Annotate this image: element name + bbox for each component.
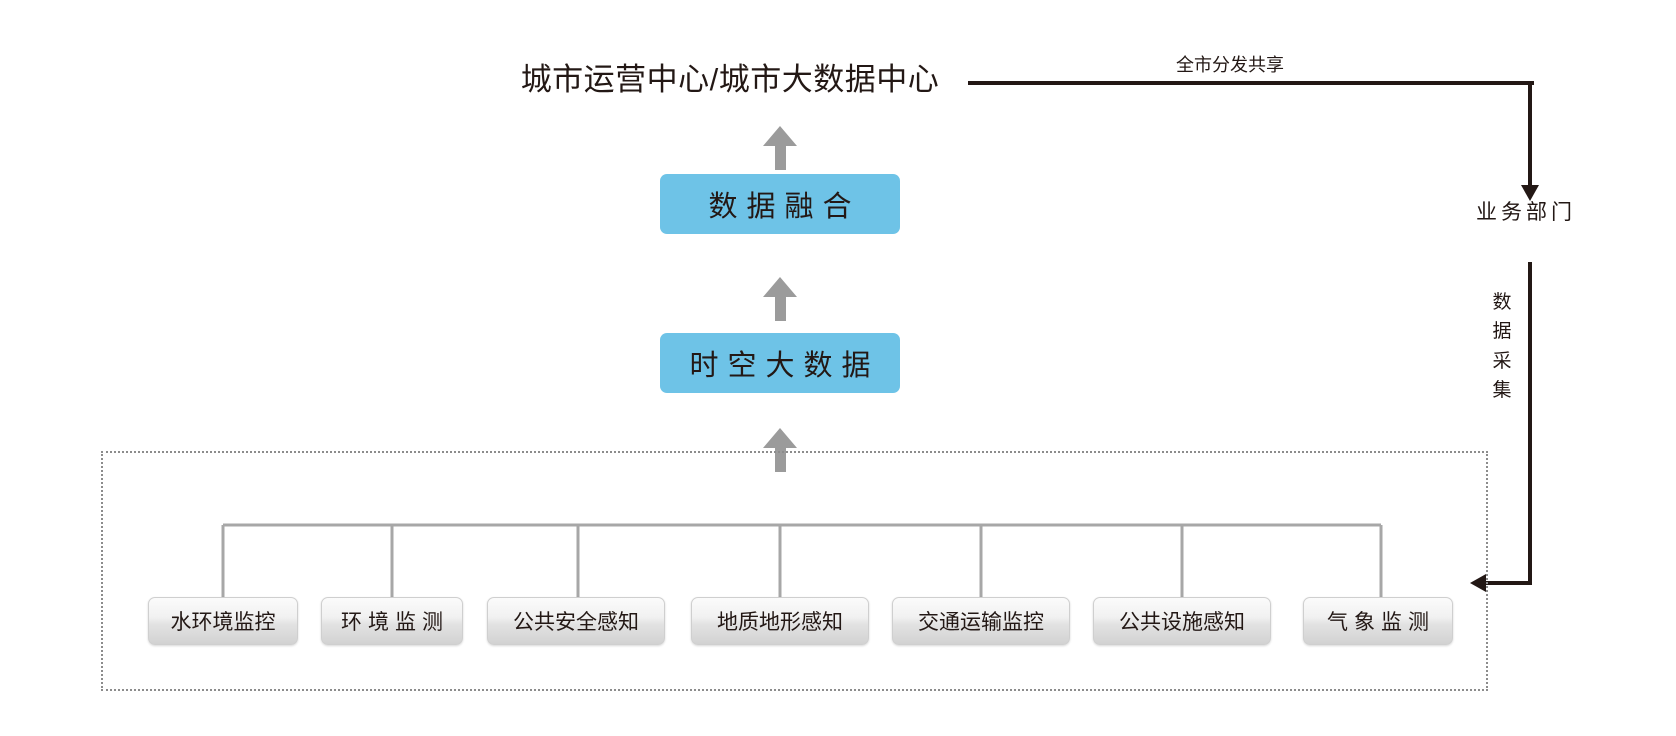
arrow-head [763, 277, 797, 297]
arrow-up-sensing-to-bigdata-icon [763, 428, 797, 472]
sensing-node-public-safety-sensing[interactable]: 公共安全感知 [487, 597, 665, 645]
sensing-node-public-facility-sensing[interactable]: 公共设施感知 [1093, 597, 1271, 645]
stage-box-data-fusion[interactable]: 数据融合 [660, 174, 900, 234]
flow-line-collection-vertical [1528, 262, 1532, 583]
data-collection-char-3: 采 [1492, 350, 1512, 372]
data-collection-char-4: 集 [1492, 380, 1512, 402]
sensing-node-water-env-monitoring[interactable]: 水环境监控 [148, 597, 298, 645]
page-title: 城市运营中心/城市大数据中心 [520, 62, 940, 97]
data-collection-label: 数 据 采 集 [1489, 288, 1515, 406]
arrow-down-to-department-icon [1521, 185, 1539, 201]
arrow-head [763, 428, 797, 448]
flow-line-bottom-horizontal [1480, 581, 1532, 585]
arrow-up-fusion-to-center-icon [763, 126, 797, 170]
flow-line-right-down [1528, 81, 1532, 187]
stage-box-spatiotemporal-bigdata[interactable]: 时空大数据 [660, 333, 900, 393]
arrow-shaft [775, 144, 786, 170]
distribution-flow-label: 全市分发共享 [1176, 55, 1284, 75]
flow-line-top-horizontal [968, 81, 1534, 85]
data-collection-char-1: 数 [1492, 292, 1512, 313]
sensing-node-geology-terrain-sensing[interactable]: 地质地形感知 [691, 597, 869, 645]
sensing-layer-container [101, 451, 1488, 691]
arrow-shaft [775, 295, 786, 321]
arrow-left-to-sensing-icon [1470, 574, 1486, 592]
sensing-node-transport-monitoring[interactable]: 交通运输监控 [892, 597, 1070, 645]
sensing-node-environment-monitoring[interactable]: 环境监测 [321, 597, 463, 645]
data-collection-char-2: 据 [1492, 321, 1512, 343]
department-label: 业务部门 [1476, 201, 1576, 224]
sensing-node-weather-monitoring[interactable]: 气象监测 [1303, 597, 1453, 645]
arrow-head [763, 126, 797, 146]
arrow-shaft [775, 446, 786, 472]
arrow-up-bigdata-to-fusion-icon [763, 277, 797, 321]
